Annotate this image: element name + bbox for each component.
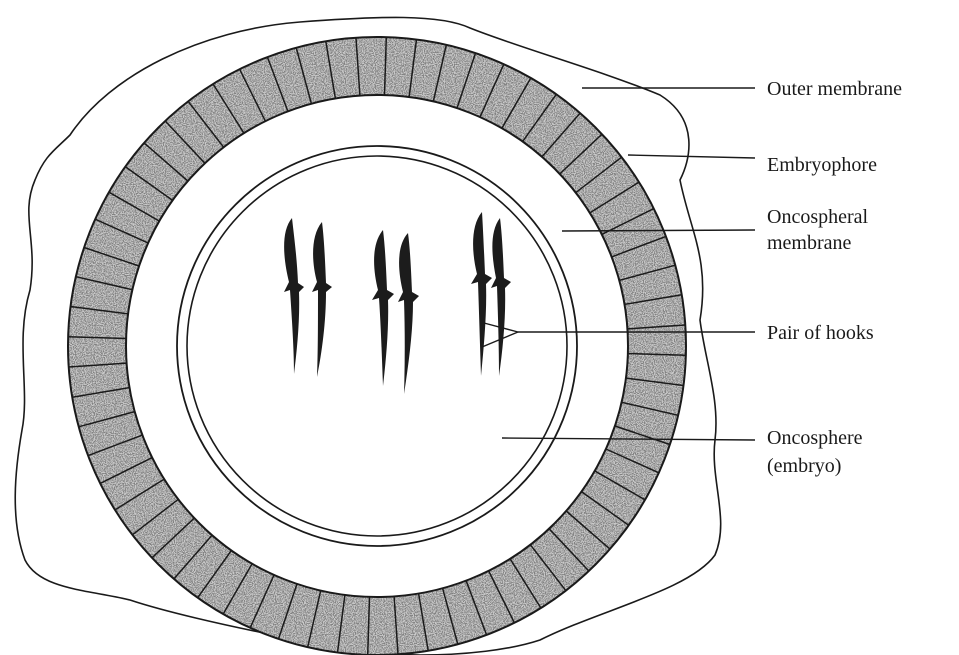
embryophore-inner-edge	[126, 95, 628, 597]
label-oncosphere-line1: Oncosphere	[767, 427, 863, 449]
label-outer-membrane: Outer membrane	[767, 78, 902, 100]
label-oncospheral-membrane-line2: membrane	[767, 232, 852, 254]
label-pair-of-hooks: Pair of hooks	[767, 322, 874, 344]
label-oncosphere-line2: (embryo)	[767, 455, 841, 477]
leader-oncospheral-membrane	[562, 230, 755, 231]
label-embryophore: Embryophore	[767, 154, 877, 176]
label-oncospheral-membrane-line1: Oncospheral	[767, 206, 869, 228]
